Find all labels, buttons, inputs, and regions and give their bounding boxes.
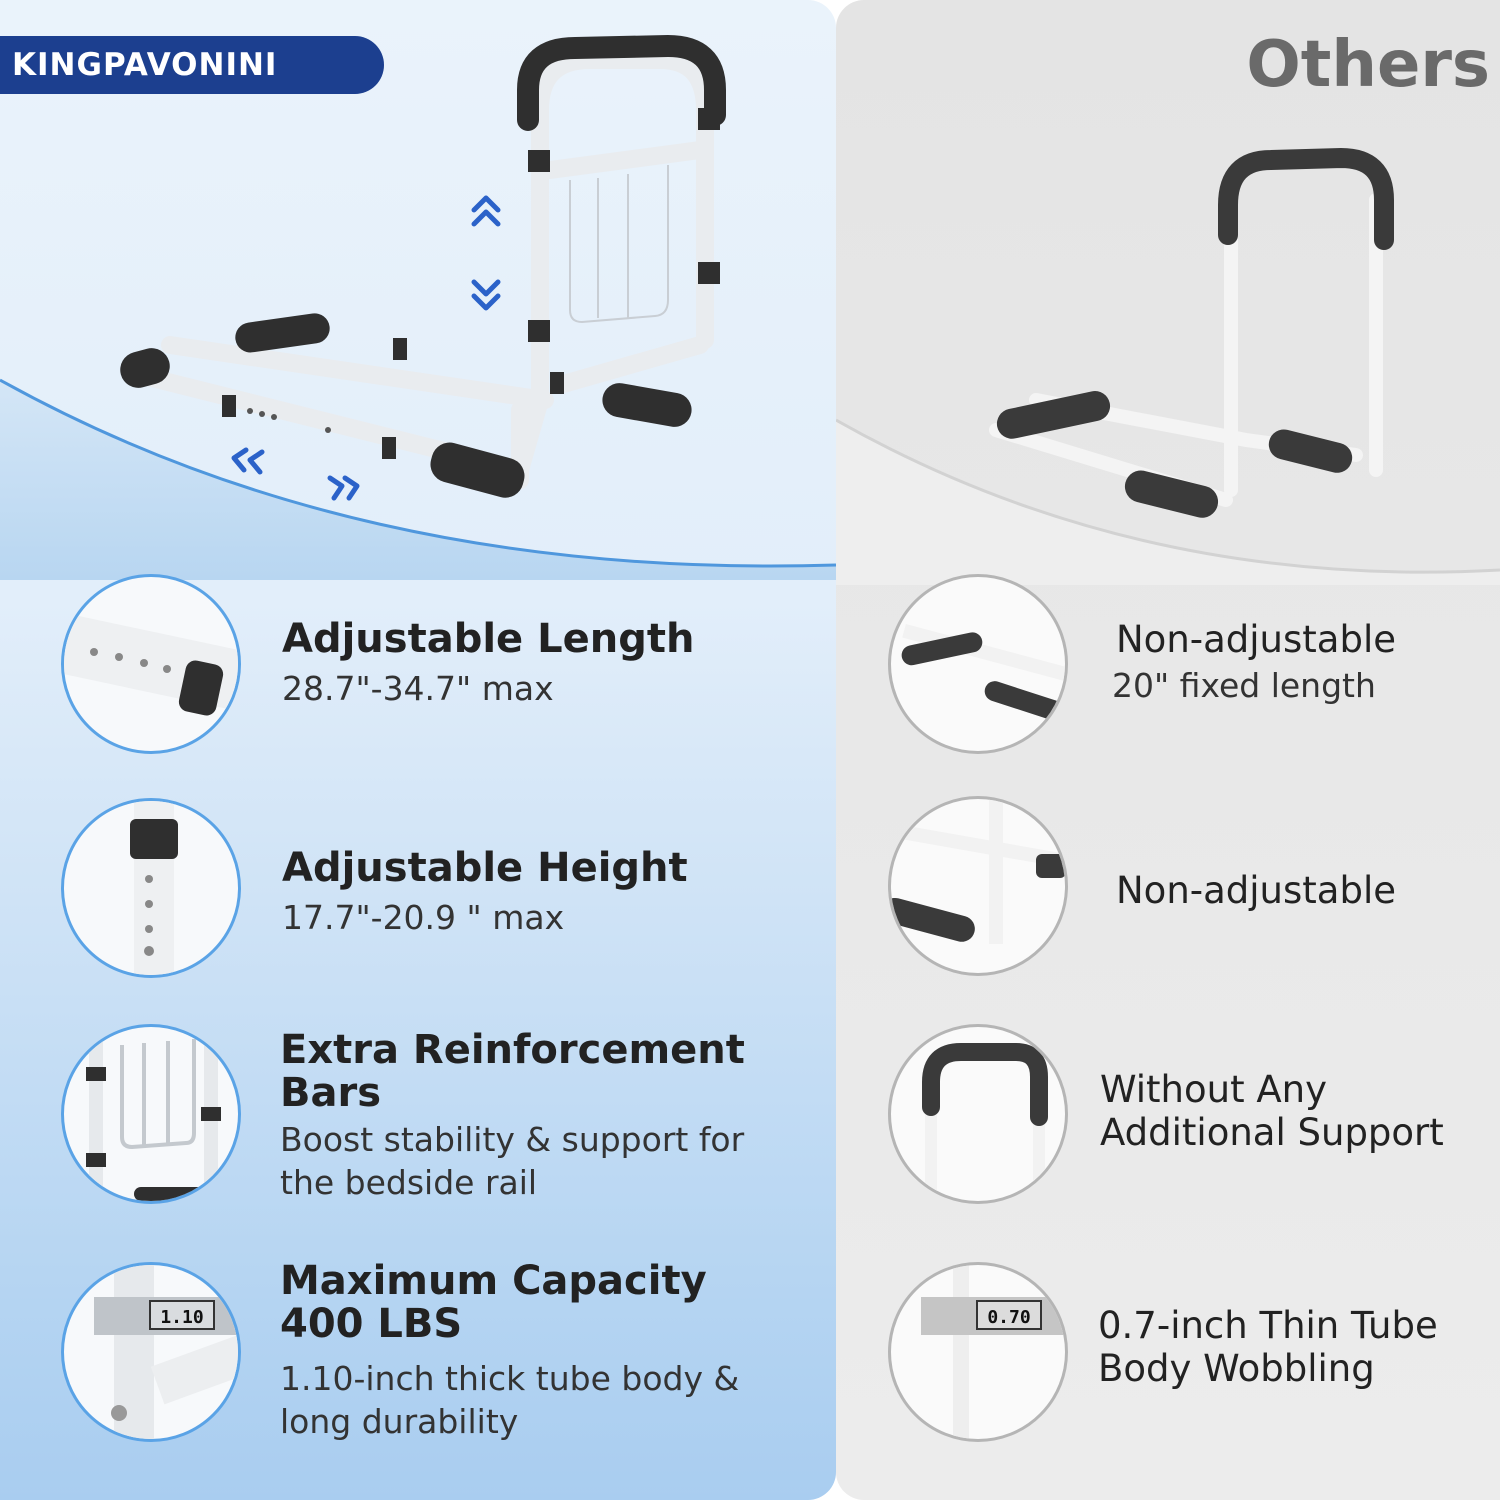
- others-title-length: Non-adjustable: [1116, 618, 1396, 661]
- no-support-image: [888, 1024, 1068, 1204]
- others-panel: Others Non-adjustable 20" fixed length N…: [836, 0, 1500, 1500]
- fixed-length-image: [888, 574, 1068, 754]
- others-title: Others: [1246, 28, 1490, 102]
- feature-title-capacity-2: 400 LBS: [280, 1301, 463, 1347]
- feature-title-capacity-1: Maximum Capacity: [280, 1258, 707, 1304]
- thin-tube-caliper-image: 0.70: [888, 1262, 1068, 1442]
- others-title-thin-2: Body Wobbling: [1098, 1347, 1375, 1390]
- product-hero-image: [0, 34, 836, 580]
- feature-title-height: Adjustable Height: [282, 845, 688, 891]
- others-title-thin-1: 0.7-inch Thin Tube: [1098, 1304, 1438, 1347]
- adjustable-length-image: [61, 574, 241, 754]
- feature-desc-capacity-2: long durability: [280, 1402, 519, 1441]
- capacity-caliper-image: 1.10: [61, 1262, 241, 1442]
- brand-logo: KINGPAVONINI: [0, 36, 384, 94]
- feature-desc-reinforcement-1: Boost stability & support for: [280, 1120, 745, 1159]
- feature-desc-length: 28.7"-34.7" max: [282, 669, 554, 708]
- feature-desc-reinforcement-2: the bedside rail: [280, 1163, 538, 1202]
- caliper-reading-thick: 1.10: [160, 1307, 203, 1328]
- feature-title-reinforcement: Extra Reinforcement Bars: [280, 1027, 745, 1116]
- reinforcement-bars-image: [61, 1024, 241, 1204]
- caliper-reading-thin: 0.70: [987, 1307, 1030, 1328]
- feature-desc-capacity-1: 1.10-inch thick tube body &: [280, 1359, 740, 1398]
- competitor-hero-image: [836, 147, 1500, 585]
- kingpavonini-panel: KINGPAVONINI Adjustable Length 28.7"-34.…: [0, 0, 836, 1500]
- adjustable-height-image: [61, 798, 241, 978]
- others-title-support-1: Without Any: [1100, 1068, 1328, 1111]
- height-adjust-arrows-icon: [471, 195, 501, 311]
- others-desc-length: 20" fixed length: [1112, 666, 1376, 705]
- others-title-support-2: Additional Support: [1100, 1111, 1444, 1154]
- others-title-height: Non-adjustable: [1116, 869, 1396, 912]
- feature-desc-height: 17.7"-20.9 " max: [282, 898, 565, 937]
- fixed-height-image: [888, 796, 1068, 976]
- length-adjust-arrows-icon: [231, 447, 360, 501]
- feature-title-length: Adjustable Length: [282, 616, 695, 662]
